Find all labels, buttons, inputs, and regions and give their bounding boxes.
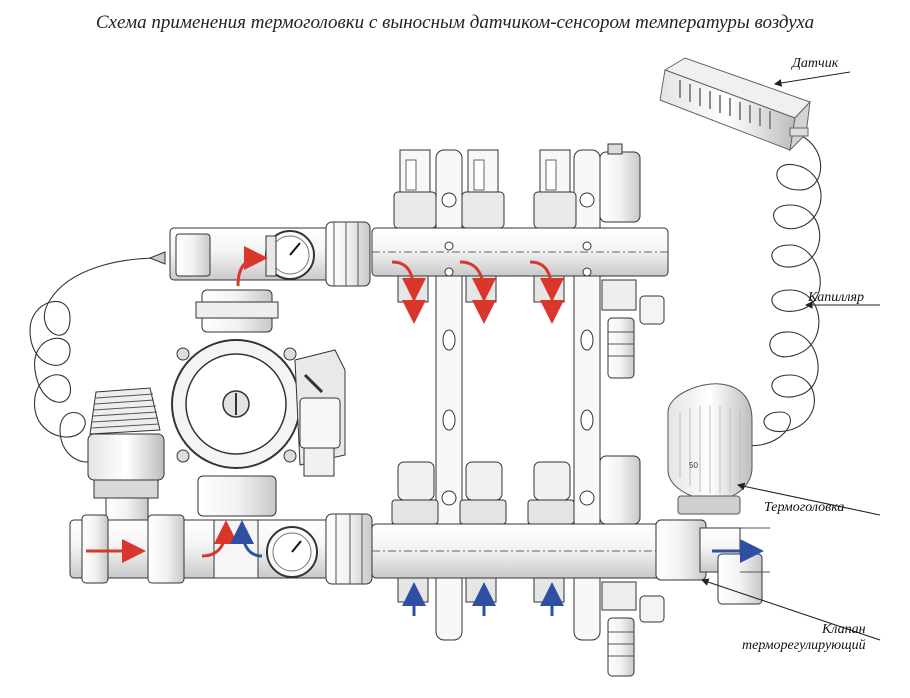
thermostatic-valve — [655, 519, 770, 605]
thermostatic-head: 50 — [667, 383, 753, 515]
capillary-tube — [29, 134, 822, 463]
bypass-thermostatic-head — [87, 387, 165, 521]
label-sensor: Датчик — [792, 56, 839, 71]
diagram-title: Схема применения термоголовки с выносным… — [95, 12, 815, 33]
return-manifold — [371, 455, 669, 677]
label-thermohead: Термоголовка — [764, 500, 845, 515]
hot-flow-arrows — [86, 246, 564, 563]
label-valve-line1: Клапан — [822, 622, 866, 637]
label-capillary: Капилляр — [808, 290, 865, 305]
circulation-pump — [171, 289, 346, 517]
supply-valve-assembly — [148, 221, 371, 287]
thermohead-marking: 50 — [689, 461, 698, 470]
callout-leaders — [700, 71, 881, 641]
label-valve-line2: терморегулирующий — [742, 638, 866, 653]
remote-sensor — [659, 57, 811, 152]
cold-flow-arrows — [230, 520, 764, 616]
supply-manifold — [371, 143, 669, 379]
